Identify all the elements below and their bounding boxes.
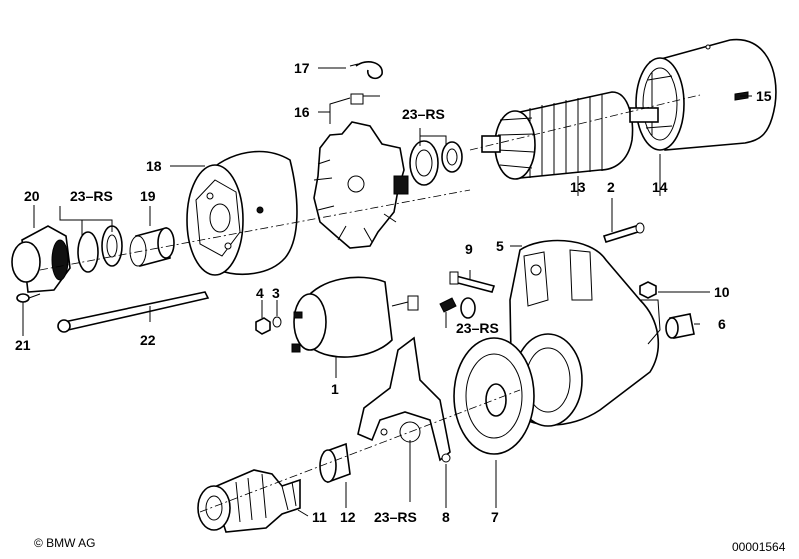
ring-part	[319, 442, 351, 484]
drive-end-housing-part	[509, 239, 661, 427]
callout-20: 20	[24, 188, 40, 204]
screw-left-part	[16, 293, 41, 303]
callout-22: 22	[140, 332, 156, 348]
callout-14: 14	[652, 179, 668, 195]
brush-plate-part	[313, 93, 409, 249]
nut-part	[639, 281, 657, 299]
callout-7: 7	[491, 509, 499, 525]
shift-lever-part	[357, 336, 451, 463]
bolt-part	[449, 271, 496, 293]
callout-9: 9	[465, 241, 473, 257]
callout-11: 11	[312, 509, 327, 525]
drive-pinion-part	[197, 389, 521, 533]
callout-2: 2	[607, 179, 615, 195]
callout-23-rs-left: 23–RS	[70, 188, 113, 204]
callout-13: 13	[570, 179, 586, 195]
end-cap-part	[11, 225, 71, 293]
callout-8: 8	[442, 509, 450, 525]
callout-16: 16	[294, 104, 310, 120]
callout-18: 18	[146, 158, 162, 174]
callout-15: 15	[756, 88, 772, 104]
callout-5: 5	[496, 238, 504, 254]
shim-mid-part	[439, 297, 476, 319]
solenoid-part	[291, 276, 419, 358]
retaining-ring-top-part	[409, 140, 463, 186]
field-housing-part	[635, 38, 777, 151]
nut-washer-part	[255, 316, 282, 335]
callout-21: 21	[15, 337, 31, 353]
callout-1: 1	[331, 381, 339, 397]
callout-12: 12	[340, 509, 356, 525]
screw-top-part	[602, 222, 645, 243]
armature-part	[469, 91, 701, 180]
bushing-part	[129, 226, 175, 268]
callout-4: 4	[256, 285, 264, 301]
callout-19: 19	[140, 188, 156, 204]
spring-part	[349, 61, 383, 80]
callout-23-rs-bottom: 23–RS	[374, 509, 417, 525]
cover-plate-part	[453, 337, 535, 455]
callout-labels: 17 16 23–RS 18 20 23–RS 19 13 2 14 15 9 …	[15, 60, 772, 525]
callout-23-rs-top: 23–RS	[402, 106, 445, 122]
copyright-text: © BMW AG	[34, 536, 96, 550]
drawing-number: 00001564	[732, 540, 786, 554]
end-cover-part	[186, 150, 298, 276]
callout-3: 3	[272, 285, 280, 301]
callout-6: 6	[718, 316, 726, 332]
leader-lines	[22, 67, 752, 517]
bushing-right-part	[665, 313, 695, 339]
callout-17: 17	[294, 60, 310, 76]
retaining-ring-left-part	[77, 225, 123, 273]
tie-bolt-part	[39, 189, 471, 333]
callout-23-rs-mid: 23–RS	[456, 320, 499, 336]
callout-10: 10	[714, 284, 730, 300]
